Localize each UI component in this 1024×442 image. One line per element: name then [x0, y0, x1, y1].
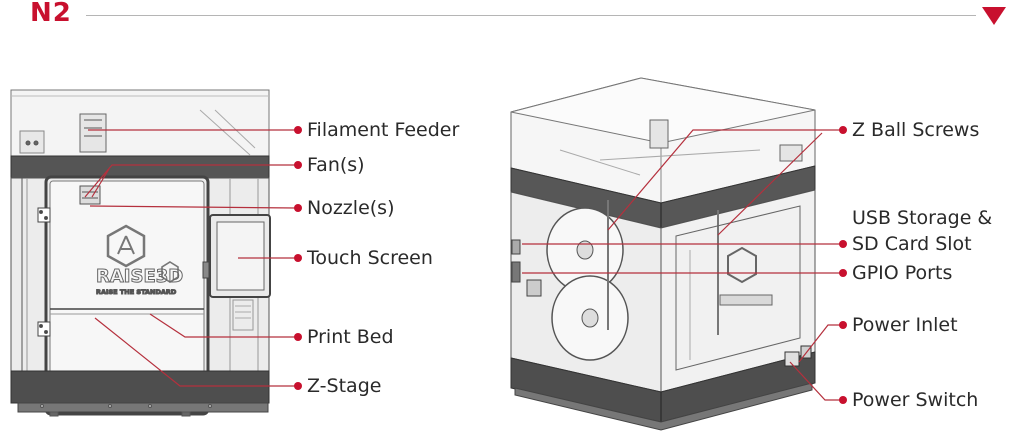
front-logo-text: RAISE3D [96, 266, 183, 287]
dot-print-bed [294, 333, 302, 341]
leader-z-ball-screw-left [607, 129, 840, 231]
left-callout-leaders [84, 129, 297, 387]
front-printer: RAISE3D RAISE THE STANDARD [10, 89, 271, 417]
leader-nozzles [89, 205, 297, 209]
dot-usb-sd [839, 240, 847, 248]
leader-power-switch [789, 361, 840, 401]
isometric-printer [510, 77, 816, 431]
label-sd-card-slot: SD Card Slot [852, 233, 972, 255]
dot-gpio [839, 269, 847, 277]
label-filament-feeder: Filament Feeder [307, 119, 460, 141]
front-logo-tagline: RAISE THE STANDARD [96, 288, 177, 296]
leader-z-stage [94, 317, 296, 387]
label-touch-screen: Touch Screen [307, 247, 433, 269]
dot-touch-screen [294, 254, 302, 262]
page-title: N2 [30, 0, 72, 28]
dot-filament-feeder [294, 126, 302, 134]
label-gpio-ports: GPIO Ports [852, 262, 953, 284]
label-nozzles: Nozzle(s) [307, 197, 395, 219]
label-power-inlet: Power Inlet [852, 314, 958, 336]
left-callout-dots [294, 126, 302, 390]
leader-z-ball-screw-right [717, 132, 823, 236]
dot-power-switch [839, 396, 847, 404]
leader-power-inlet [798, 324, 840, 363]
label-usb-storage: USB Storage & [852, 207, 993, 229]
leader-fans [84, 164, 296, 198]
dot-z-stage [294, 382, 302, 390]
leader-fans-2 [91, 168, 110, 198]
dot-fans [294, 161, 302, 169]
label-z-stage: Z-Stage [307, 375, 382, 397]
dot-power-inlet [839, 321, 847, 329]
header-divider [86, 15, 976, 16]
dot-z-ball-screws [839, 126, 847, 134]
label-fans: Fan(s) [307, 154, 365, 176]
triangle-marker-icon [982, 7, 1006, 25]
label-print-bed: Print Bed [307, 326, 394, 348]
right-callout-dots [839, 126, 847, 404]
right-callout-leaders [522, 129, 840, 401]
dot-nozzles [294, 204, 302, 212]
leader-print-bed [149, 313, 296, 338]
label-z-ball-screws: Z Ball Screws [852, 119, 980, 141]
label-power-switch: Power Switch [852, 389, 979, 411]
